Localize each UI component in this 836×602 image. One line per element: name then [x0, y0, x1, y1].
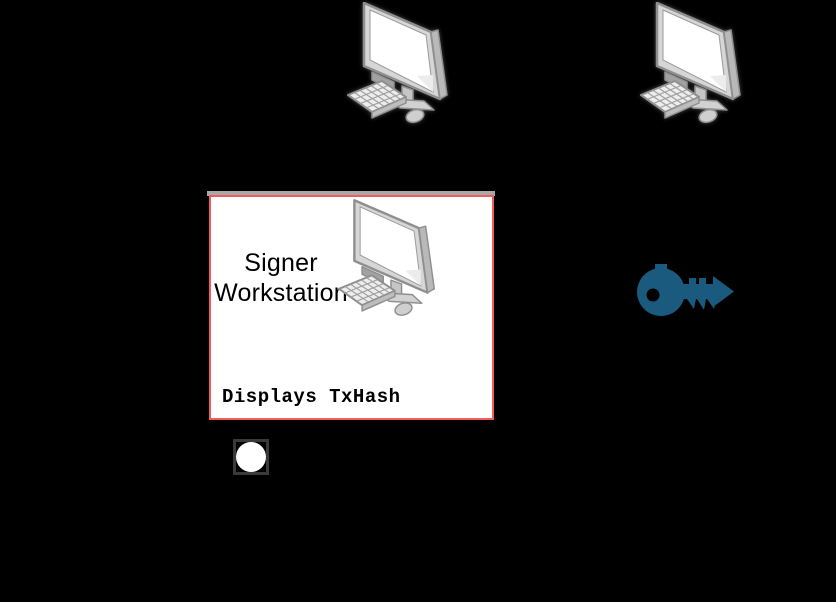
box-top-strip	[207, 191, 495, 196]
marker-square-frame	[233, 439, 269, 475]
workstation-icon-signer-box	[338, 198, 442, 318]
workstation-icon-top-left	[347, 2, 455, 124]
bullet-sends-tx-hw-wallet: Sends Tx to HW Wallet	[222, 566, 472, 588]
signer-box-title-line2: Workstation	[214, 279, 348, 307]
signer-workstation-box: Signer Workstation Displays TxHash Emits…	[209, 195, 494, 588]
bullet-displays-txhash: Displays TxHash	[222, 386, 401, 408]
white-circle-marker	[236, 442, 266, 472]
signer-box-title: Signer Workstation	[211, 248, 351, 308]
key-icon	[637, 264, 734, 316]
signer-box-bullets: Displays TxHash Emits Decoded Tx Sends T…	[222, 322, 472, 602]
bullet-emits-decoded-tx: Emits Decoded Tx	[222, 476, 413, 498]
workstation-icon-top-right	[640, 2, 748, 124]
signer-box-title-line1: Signer	[244, 249, 318, 277]
